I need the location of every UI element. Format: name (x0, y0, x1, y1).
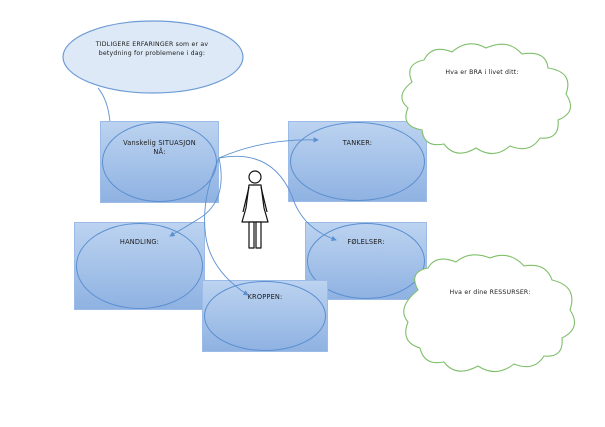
cloud-resources-text: Hva er dine RESSURSER: (449, 289, 531, 296)
arrow-to-thoughts (218, 137, 319, 159)
arrow-to-action (169, 157, 222, 237)
body-oval (204, 281, 326, 351)
thoughts-label: TANKER: (342, 139, 373, 147)
feelings-label: FØLELSER: (347, 238, 385, 246)
situation-line-2: NÅ: (153, 148, 166, 156)
thoughts-oval (290, 122, 425, 201)
cloud-resources (403, 254, 576, 373)
situation-oval (102, 122, 217, 202)
speech-line-1: TIDLIGERE ERFARINGER som er av (95, 41, 209, 48)
cloud-good (401, 43, 572, 155)
situation-line-1: Vanskelig SITUASJON (123, 139, 196, 147)
speech-line-2: betydning for problemene i dag: (98, 50, 206, 57)
arrow-to-feelings (218, 155, 337, 242)
action-oval (76, 223, 203, 309)
cloud-good-text: Hva er BRA i livet ditt: (445, 69, 519, 76)
speech-bubble-text: TIDLIGERE ERFARINGER som er av betydning… (72, 40, 232, 58)
arrow-to-body (204, 157, 249, 296)
action-label: HANDLING: (119, 238, 160, 246)
body-label: KROPPEN: (247, 293, 283, 301)
situation-label: Vanskelig SITUASJON NÅ: (100, 139, 219, 157)
feelings-oval (307, 223, 425, 299)
